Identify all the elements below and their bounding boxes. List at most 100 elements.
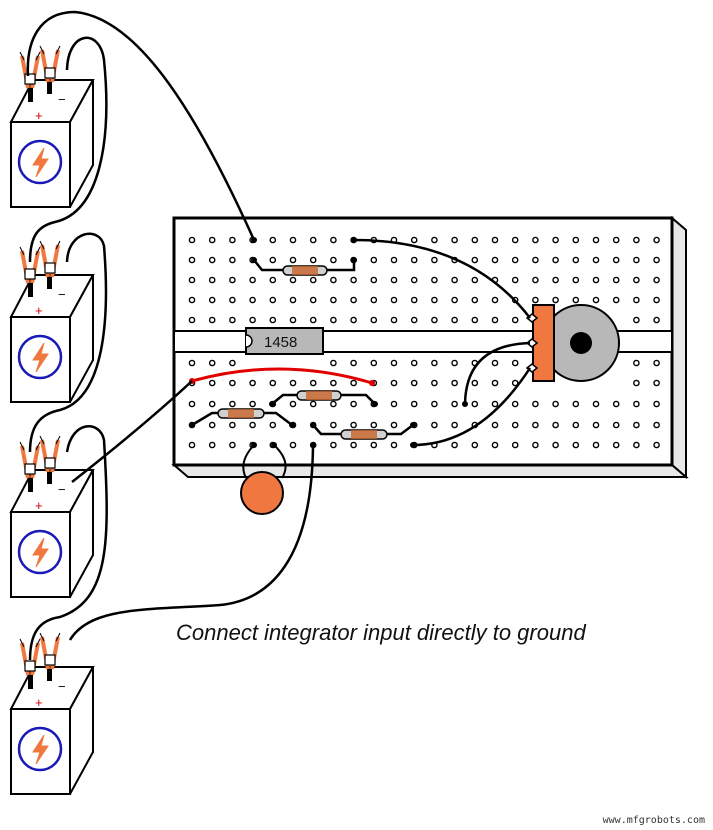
breadboard-hole: [309, 379, 317, 387]
breadboard-hole: [249, 421, 256, 429]
breadboard-hole: [511, 400, 519, 408]
breadboard-hole: [370, 256, 378, 264]
battery-plus-label: +: [35, 498, 43, 513]
breadboard-hole: [188, 256, 196, 264]
breadboard-hole: [188, 359, 196, 367]
breadboard-hole: [390, 421, 398, 429]
breadboard-hole: [491, 359, 499, 367]
resistor: [340, 429, 388, 440]
breadboard-hole: [249, 276, 256, 284]
breadboard-hole: [592, 276, 600, 284]
external-wires: [26, 10, 315, 661]
breadboard-hole: [249, 296, 256, 304]
breadboard-hole: [410, 359, 418, 367]
breadboard-hole: [532, 421, 539, 429]
breadboard-hole: [188, 441, 196, 449]
insertion-points: [189, 237, 468, 448]
breadboard-hole: [572, 296, 580, 304]
breadboard-hole: [309, 316, 317, 324]
breadboard-hole: [330, 316, 337, 324]
breadboard-hole: [350, 316, 357, 324]
breadboard-hole: [552, 441, 559, 449]
breadboard-hole: [653, 236, 660, 244]
breadboard-hole: [633, 441, 640, 449]
op-amp-ic: 1458: [245, 327, 324, 355]
breadboard-hole: [511, 236, 519, 244]
battery-post: [28, 86, 33, 102]
battery-plus-label: +: [35, 108, 43, 123]
breadboard-hole: [208, 400, 216, 408]
breadboard-hole: [491, 379, 499, 387]
breadboard-hole: [289, 379, 297, 387]
batteries: +−+−+−+−: [9, 45, 95, 795]
ic-label: 1458: [264, 334, 297, 351]
breadboard-hole: [330, 256, 337, 264]
breadboard-hole: [572, 441, 580, 449]
breadboard-hole: [229, 359, 236, 367]
breadboard-hole: [309, 276, 317, 284]
alligator-clip: [19, 638, 41, 676]
breadboard-hole: [552, 236, 559, 244]
lightning-bolt-icon: [32, 537, 49, 568]
breadboard-hole: [471, 256, 479, 264]
battery: +−: [9, 240, 95, 403]
breadboard-hole: [471, 400, 479, 408]
breadboard-hole: [592, 256, 600, 264]
breadboard-hole: [188, 316, 196, 324]
breadboard-hole: [249, 400, 256, 408]
breadboard-hole: [208, 316, 216, 324]
breadboard-hole: [612, 441, 620, 449]
breadboard-hole: [491, 400, 499, 408]
resistor: [217, 408, 265, 419]
capacitor: [240, 444, 287, 515]
caption: Connect integrator input directly to gro…: [176, 620, 586, 645]
breadboard-hole: [532, 441, 539, 449]
breadboard-hole: [633, 421, 640, 429]
breadboard-hole: [532, 276, 539, 284]
breadboard-hole: [491, 441, 499, 449]
breadboard-hole: [511, 256, 519, 264]
breadboard-hole: [612, 256, 620, 264]
breadboard-hole: [653, 256, 660, 264]
breadboard-hole: [370, 359, 378, 367]
breadboard-hole: [471, 236, 479, 244]
breadboard-hole: [491, 296, 499, 304]
breadboard-hole: [330, 236, 337, 244]
breadboard-hole: [289, 296, 297, 304]
breadboard-hole: [431, 316, 438, 324]
breadboard-hole: [289, 400, 297, 408]
breadboard-hole: [572, 276, 580, 284]
battery-post: [28, 673, 33, 689]
breadboard-hole: [188, 236, 196, 244]
breadboard-hole: [390, 400, 398, 408]
breadboard-hole: [229, 296, 236, 304]
breadboard-hole: [431, 421, 438, 429]
breadboard-hole: [188, 296, 196, 304]
breadboard-hole: [289, 441, 297, 449]
alligator-clip: [39, 632, 61, 670]
breadboard-hole: [208, 276, 216, 284]
alligator-clip: [19, 441, 41, 479]
alligator-clip: [39, 240, 61, 278]
breadboard-hole: [491, 421, 499, 429]
breadboard-hole: [653, 296, 660, 304]
breadboard-hole: [592, 400, 600, 408]
breadboard-hole: [592, 421, 600, 429]
breadboard-hole: [350, 421, 357, 429]
breadboard-hole: [451, 441, 458, 449]
breadboard-hole: [309, 236, 317, 244]
breadboard-hole: [612, 296, 620, 304]
breadboard-hole: [572, 421, 580, 429]
breadboard-hole: [188, 400, 196, 408]
battery-post: [28, 476, 33, 492]
breadboard-hole: [410, 256, 418, 264]
breadboard-hole: [633, 256, 640, 264]
breadboard-hole: [451, 316, 458, 324]
jumper-wire: [191, 367, 373, 385]
breadboard-hole: [592, 296, 600, 304]
resistor: [282, 265, 328, 276]
breadboard-hole: [229, 236, 236, 244]
breadboard-hole: [208, 379, 216, 387]
breadboard-hole: [471, 276, 479, 284]
breadboard-hole: [653, 400, 660, 408]
